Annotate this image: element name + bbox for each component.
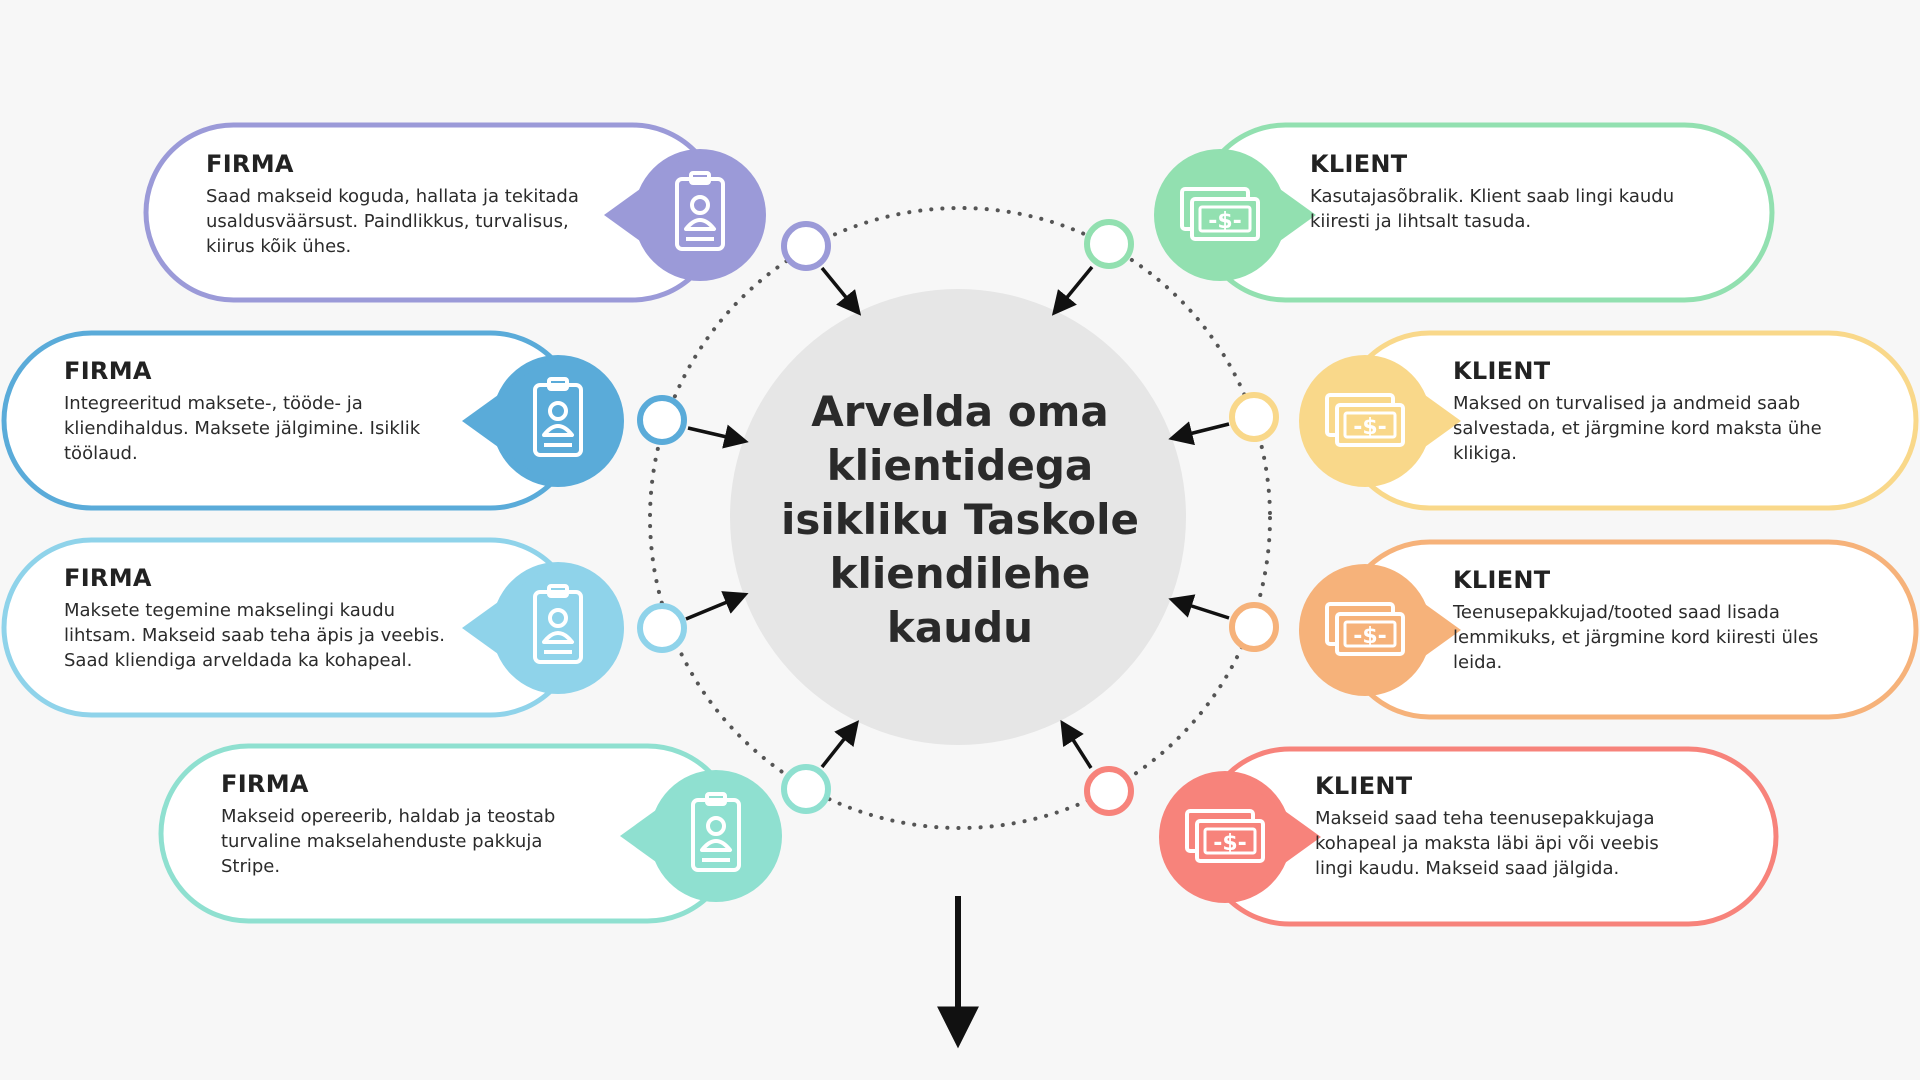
cash-icon: -$- <box>1299 564 1461 696</box>
card-line: kiiresti ja lihtsalt tasuda. <box>1310 211 1532 232</box>
card-description: Maksete tegemine makselingi kaudu lihtsa… <box>64 598 494 673</box>
dollar-sign-icon: -$- <box>1353 624 1387 649</box>
card-title: KLIENT <box>1453 357 1551 385</box>
card-title: KLIENT <box>1315 772 1413 800</box>
card-description: Makseid opereerib, haldab ja teostab tur… <box>221 804 651 879</box>
center-title-line: kaudu <box>886 603 1034 652</box>
klient-card-4: KLIENT Makseid saad teha teenusepakkujag… <box>1315 772 1745 881</box>
center-title-line: klientidega <box>826 441 1094 490</box>
card-line: lemmikuks, et järgmine kord kiiresti üle… <box>1453 627 1819 648</box>
klient-card-1: KLIENT Kasutajasõbralik. Klient saab lin… <box>1310 150 1740 234</box>
arrow <box>1060 719 1093 769</box>
card-line: Maksete tegemine makselingi kaudu <box>64 600 396 621</box>
card-line: Makseid saad teha teenusepakkujaga <box>1315 808 1655 829</box>
center-circle <box>730 289 1186 745</box>
arrow <box>687 424 749 449</box>
connector-node <box>1229 392 1279 442</box>
card-line: leida. <box>1453 652 1503 673</box>
card-line: Maksed on turvalised ja andmeid saab <box>1453 393 1801 414</box>
connector-node <box>1084 766 1134 816</box>
card-title: FIRMA <box>64 357 152 385</box>
card-line: turvaline makselahenduste pakkuja <box>221 831 543 852</box>
cash-icon: -$- <box>1159 771 1321 903</box>
id-badge-icon <box>462 562 624 694</box>
dollar-sign-icon: -$- <box>1353 415 1387 440</box>
card-title: FIRMA <box>221 770 309 798</box>
card-line: Saad kliendiga arveldada ka kohapeal. <box>64 650 413 671</box>
arrow <box>685 591 749 621</box>
card-line: Makseid opereerib, haldab ja teostab <box>221 806 556 827</box>
card-description: Kasutajasõbralik. Klient saab lingi kaud… <box>1310 184 1740 234</box>
arrow <box>1051 265 1094 316</box>
center-title: Arvelda oma klientidega isikliku Taskole… <box>750 380 1170 660</box>
card-title: KLIENT <box>1310 150 1408 178</box>
connector-node <box>781 221 831 271</box>
firma-card-4: FIRMA Makseid opereerib, haldab ja teost… <box>221 770 651 879</box>
firma-card-2: FIRMA Integreeritud maksete-, tööde- ja … <box>64 357 494 466</box>
card-line: lingi kaudu. Makseid saad jälgida. <box>1315 858 1620 879</box>
card-line: kohapeal ja maksta läbi äpi või veebis <box>1315 833 1659 854</box>
card-line: usaldusväärsust. Paindlikkus, turvalisus… <box>206 211 569 232</box>
arrow <box>1168 594 1230 620</box>
arrow <box>820 720 860 769</box>
cash-icon: -$- <box>1299 355 1461 487</box>
card-line: Teenusepakkujad/tooted saad lisada <box>1453 602 1780 623</box>
card-line: töölaud. <box>64 443 138 464</box>
card-description: Teenusepakkujad/tooted saad lisada lemmi… <box>1453 600 1883 675</box>
card-line: Stripe. <box>221 856 281 877</box>
card-description: Makseid saad teha teenusepakkujaga kohap… <box>1315 806 1745 881</box>
card-line: kliendihaldus. Maksete jälgimine. Isikli… <box>64 418 421 439</box>
card-description: Saad makseid koguda, hallata ja tekitada… <box>206 184 636 259</box>
center-title-line: isikliku Taskole <box>780 495 1140 544</box>
connector-node <box>637 603 687 653</box>
dollar-sign-icon: -$- <box>1213 831 1247 856</box>
arrow <box>1168 421 1230 446</box>
connector-node <box>781 764 831 814</box>
arrow <box>820 266 862 316</box>
id-badge-icon <box>620 770 782 902</box>
id-badge-icon <box>462 355 624 487</box>
firma-card-1: FIRMA Saad makseid koguda, hallata ja te… <box>206 150 636 259</box>
cash-icon: -$- <box>1154 149 1316 281</box>
klient-card-3: KLIENT Teenusepakkujad/tooted saad lisad… <box>1453 566 1883 675</box>
card-line: klikiga. <box>1453 443 1518 464</box>
card-title: KLIENT <box>1453 566 1551 594</box>
firma-card-3: FIRMA Maksete tegemine makselingi kaudu … <box>64 564 494 673</box>
card-line: salvestada, et järgmine kord maksta ühe <box>1453 418 1822 439</box>
card-title: FIRMA <box>206 150 294 178</box>
center-title-line: kliendilehe <box>829 549 1091 598</box>
card-line: Kasutajasõbralik. Klient saab lingi kaud… <box>1310 186 1675 207</box>
klient-card-2: KLIENT Maksed on turvalised ja andmeid s… <box>1453 357 1883 466</box>
card-line: lihtsam. Makseid saab teha äpis ja veebi… <box>64 625 445 646</box>
connector-node <box>637 395 687 445</box>
id-badge-icon <box>604 149 766 281</box>
card-description: Maksed on turvalised ja andmeid saab sal… <box>1453 391 1883 466</box>
card-description: Integreeritud maksete-, tööde- ja kliend… <box>64 391 494 466</box>
connector-node <box>1084 219 1134 269</box>
card-line: Integreeritud maksete-, tööde- ja <box>64 393 363 414</box>
connector-node <box>1229 602 1279 652</box>
card-line: kiirus kõik ühes. <box>206 236 352 257</box>
dotted-ring <box>648 206 1272 830</box>
center-title-line: Arvelda oma <box>811 387 1109 436</box>
card-line: Saad makseid koguda, hallata ja tekitada <box>206 186 579 207</box>
card-title: FIRMA <box>64 564 152 592</box>
dollar-sign-icon: -$- <box>1208 209 1242 234</box>
